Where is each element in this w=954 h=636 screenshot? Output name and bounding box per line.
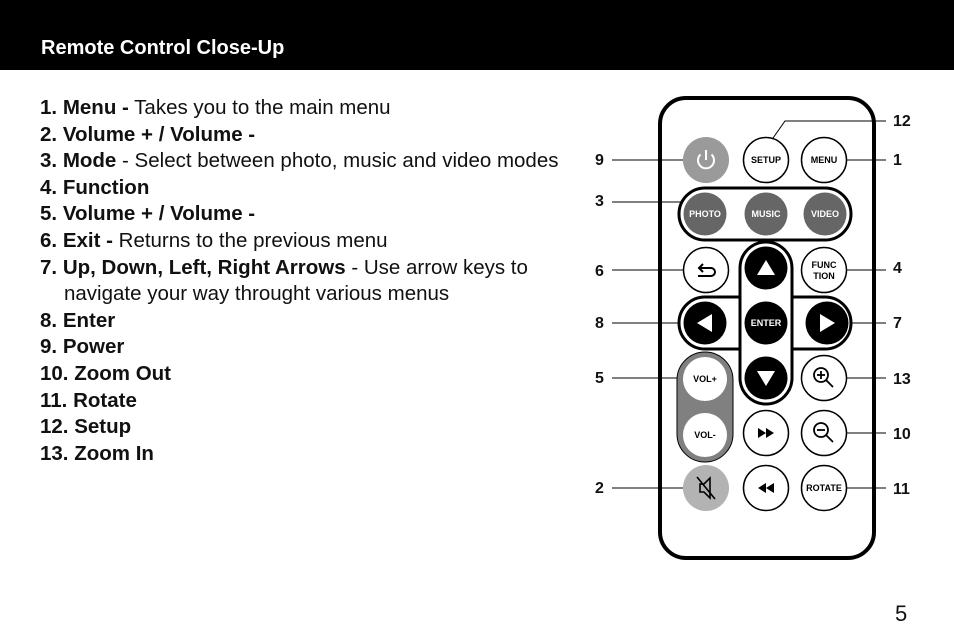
list-item: 7. Up, Down, Left, Right Arrows - Use ar…	[40, 255, 528, 306]
header-bar: Remote Control Close-Up	[0, 0, 954, 70]
video-label: VIDEO	[811, 209, 839, 219]
vol-down-label: VOL-	[694, 430, 716, 440]
menu-label: MENU	[811, 155, 838, 165]
music-button[interactable]	[744, 192, 788, 236]
zoom-in-icon	[813, 367, 834, 388]
callout-1: 1	[893, 152, 902, 169]
list-item: 4. Function	[40, 175, 150, 199]
photo-label: PHOTO	[689, 209, 721, 219]
list-item: 13. Zoom In	[40, 441, 154, 465]
callout-7: 7	[893, 315, 902, 332]
callout-12: 12	[893, 113, 911, 130]
callout-3: 3	[595, 193, 604, 210]
list-item: 8. Enter	[40, 308, 116, 332]
list-item: 12. Setup	[40, 415, 132, 439]
right-arrow-icon	[820, 314, 835, 332]
function-label-line2: TION	[813, 271, 835, 281]
mute-icon	[696, 476, 716, 500]
list-item: 10. Zoom Out	[40, 361, 171, 385]
callout-2: 2	[595, 480, 604, 497]
page-title: Remote Control Close-Up	[41, 37, 285, 59]
setup-button[interactable]	[742, 136, 790, 184]
power-icon	[697, 150, 715, 170]
list-item: 6. Exit - Returns to the previous menu	[40, 228, 388, 252]
zoom-in-button[interactable]	[800, 354, 848, 402]
callout-6: 6	[595, 263, 604, 280]
up-arrow-icon	[757, 260, 775, 275]
list-item: 11. Rotate	[40, 388, 137, 412]
exit-button[interactable]	[682, 246, 730, 294]
list-item: 2. Volume + / Volume -	[40, 122, 256, 146]
callout-4: 4	[893, 260, 902, 277]
callout-13: 13	[893, 371, 911, 388]
list-item: 3. Mode - Select between photo, music an…	[40, 149, 559, 173]
list-item: 9. Power	[40, 335, 125, 359]
callout-11: 11	[893, 481, 910, 498]
function-button[interactable]	[800, 246, 848, 294]
fast-forward-icon	[758, 428, 774, 438]
callout-5: 5	[595, 370, 604, 387]
zoom-out-icon	[813, 422, 834, 443]
feature-list: 1. Menu - Takes you to the main menu 2. …	[40, 95, 560, 467]
page-number: 5	[895, 601, 908, 626]
rotate-label: ROTATE	[806, 483, 842, 493]
list-item: 5. Volume + / Volume -	[40, 202, 256, 226]
enter-button[interactable]	[744, 301, 788, 345]
callout-8: 8	[595, 315, 604, 332]
return-icon	[697, 263, 716, 277]
menu-button[interactable]	[800, 136, 848, 184]
down-arrow-icon	[757, 371, 775, 386]
left-arrow-icon	[697, 314, 712, 332]
rotate-button[interactable]	[800, 464, 848, 512]
music-label: MUSIC	[752, 209, 782, 219]
rewind-icon	[758, 483, 774, 493]
enter-label: ENTER	[751, 318, 782, 328]
vol-up-button[interactable]	[683, 357, 727, 401]
setup-label: SETUP	[751, 155, 781, 165]
photo-button[interactable]	[683, 192, 727, 236]
callout-9: 9	[595, 152, 604, 169]
list-item: 1. Menu - Takes you to the main menu	[40, 96, 391, 119]
video-button[interactable]	[803, 192, 847, 236]
vol-down-button[interactable]	[683, 413, 727, 457]
vol-up-label: VOL+	[693, 374, 717, 384]
zoom-out-button[interactable]	[800, 409, 848, 457]
callout-10: 10	[893, 426, 911, 443]
function-label-line1: FUNC	[812, 260, 837, 270]
